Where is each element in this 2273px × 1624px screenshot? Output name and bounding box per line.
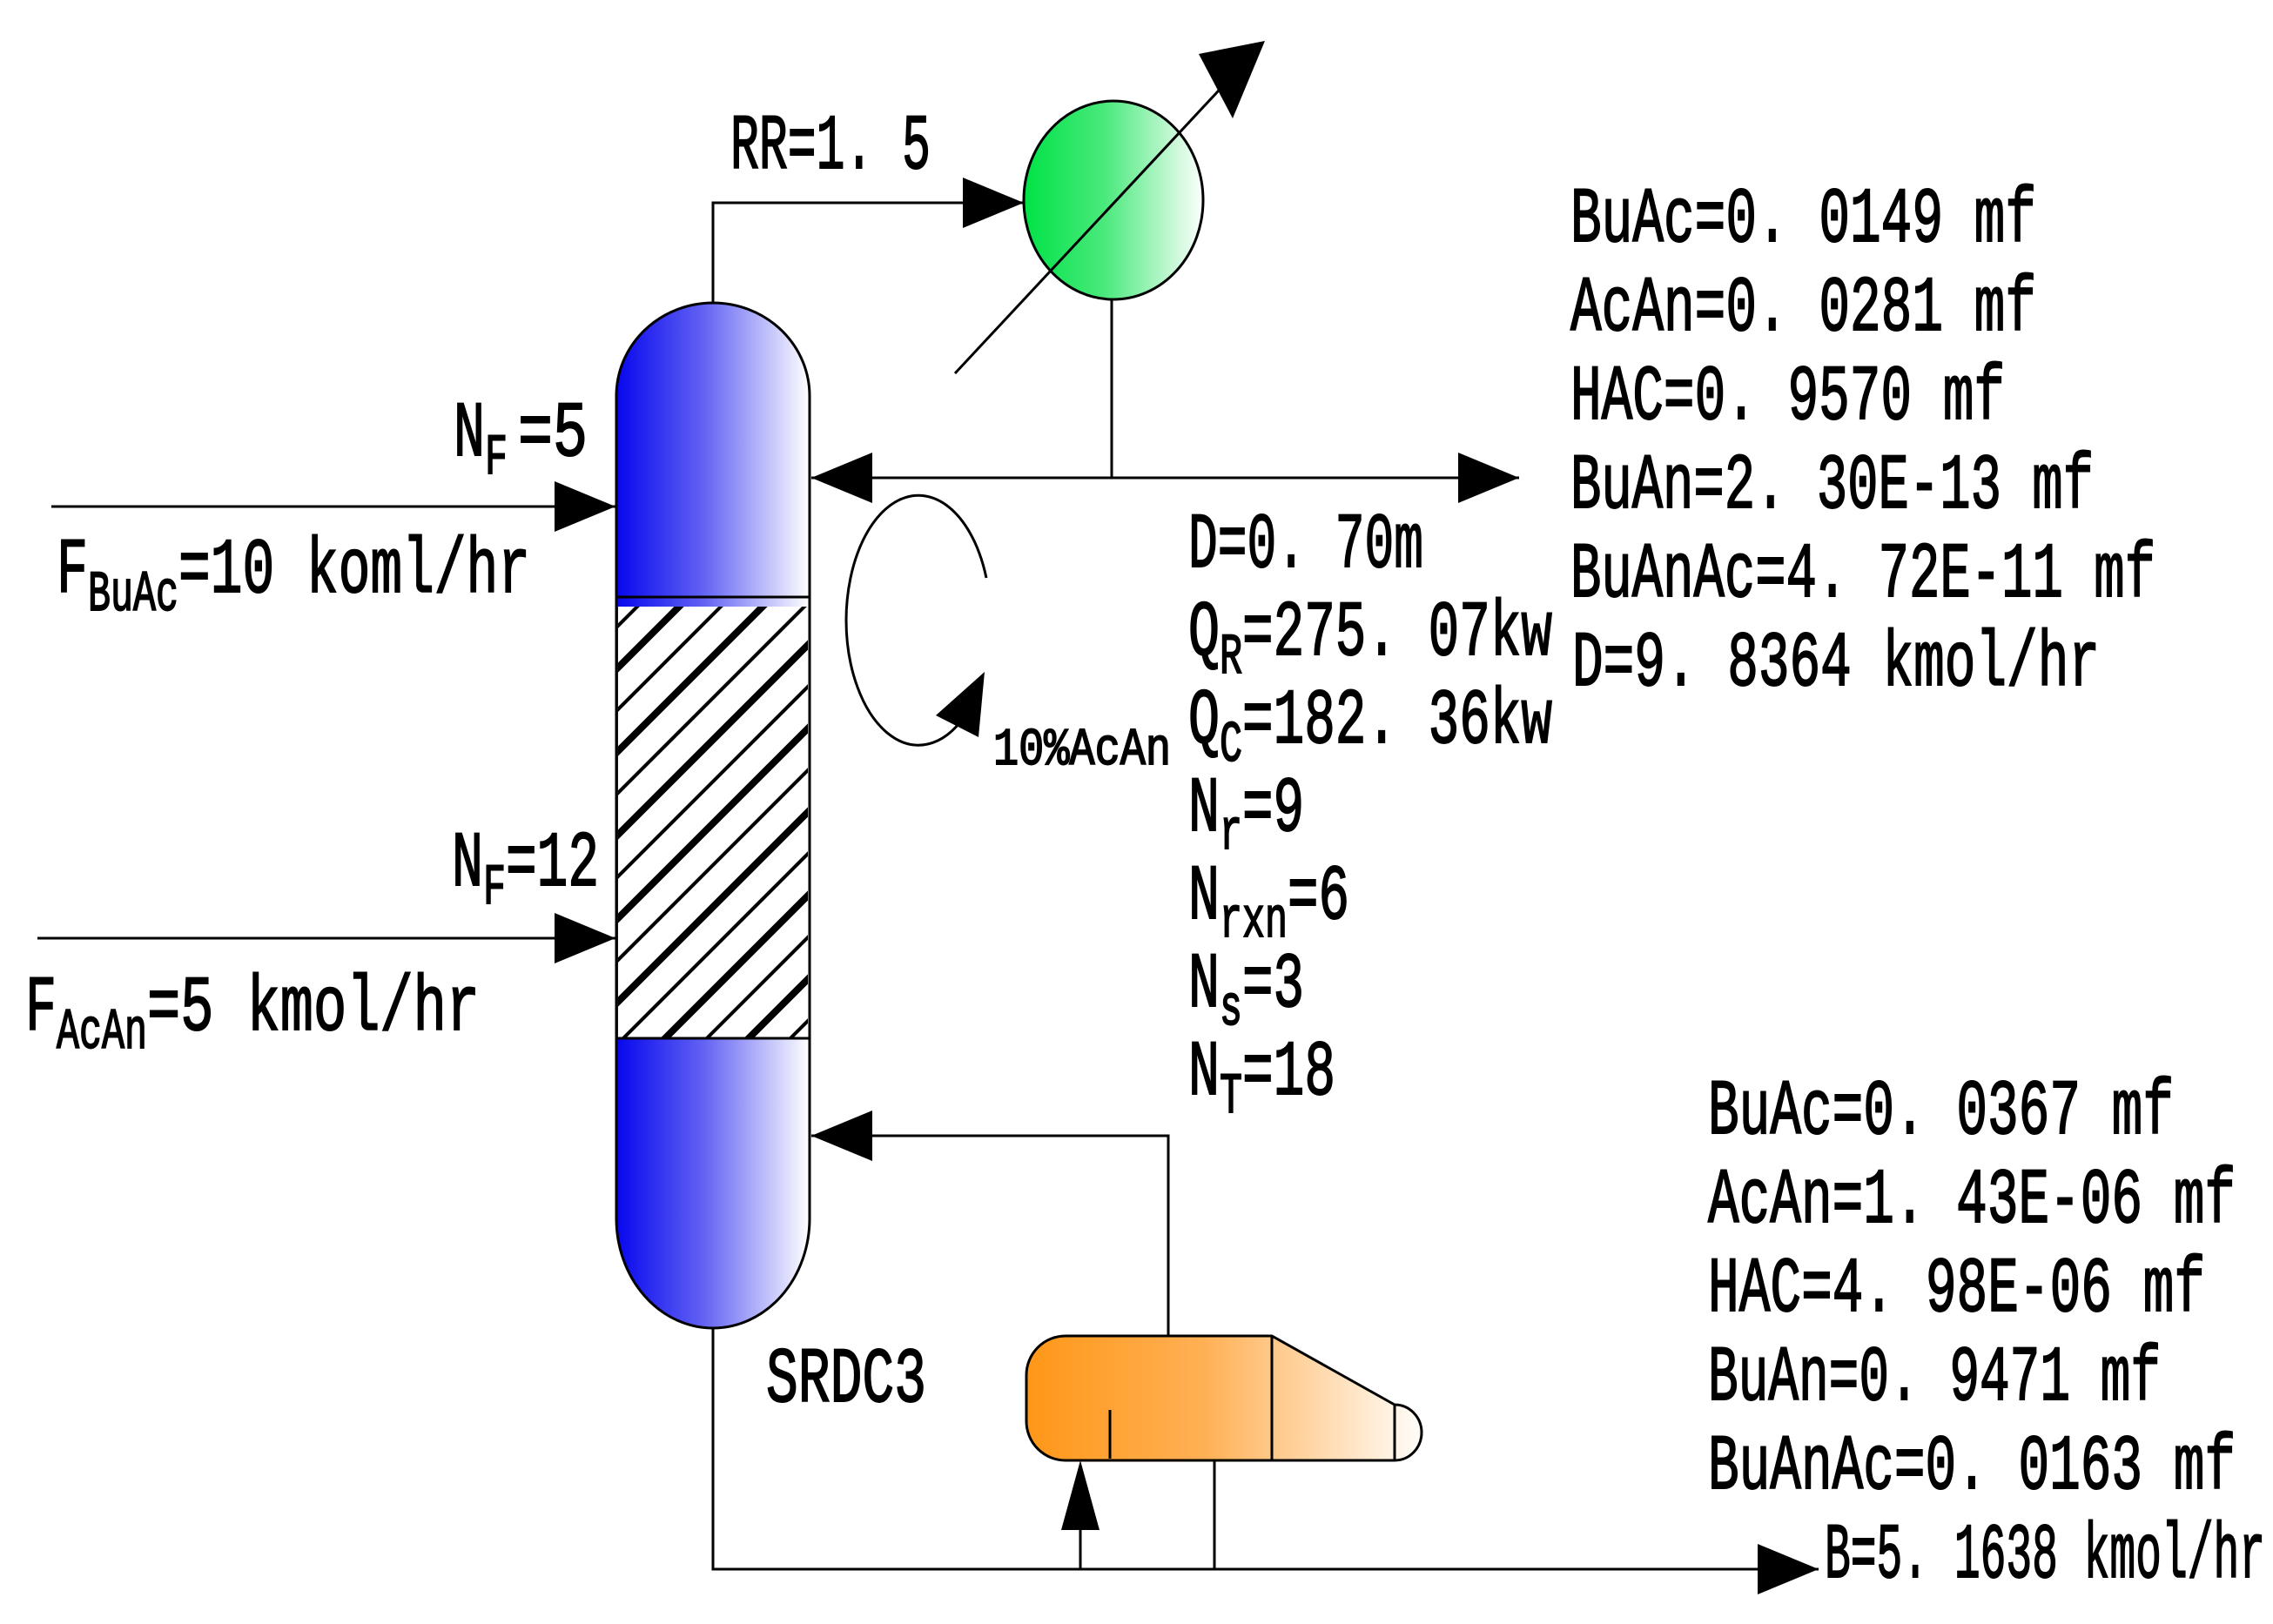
svg-text:BuAc: BuAc	[88, 562, 178, 627]
svg-text:HAC=4. 98E-06 mf: HAC=4. 98E-06 mf	[1708, 1246, 2205, 1335]
svg-text:AcAn: AcAn	[57, 1000, 147, 1065]
svg-text:AcAn=0. 0281 mf: AcAn=0. 0281 mf	[1570, 265, 2036, 354]
svg-text:BuAc=0. 0149 mf: BuAc=0. 0149 mf	[1570, 177, 2036, 265]
svg-text:=10 koml/hr: =10 koml/hr	[178, 527, 530, 616]
svg-text:F: F	[57, 527, 88, 616]
svg-text:F: F	[485, 426, 508, 491]
svg-text:=18: =18	[1242, 1030, 1335, 1118]
svg-text:=6: =6	[1288, 854, 1349, 943]
svg-text:Q: Q	[1188, 590, 1220, 679]
svg-text:N: N	[454, 391, 485, 480]
svg-text:D=9. 8364 kmol/hr: D=9. 8364 kmol/hr	[1572, 621, 2100, 709]
svg-text:AcAn=1. 43E-06 mf: AcAn=1. 43E-06 mf	[1708, 1158, 2236, 1246]
svg-text:N: N	[1188, 1030, 1220, 1118]
svg-text:F: F	[483, 856, 506, 921]
svg-text:=3: =3	[1242, 942, 1304, 1030]
svg-text:N: N	[1188, 766, 1220, 855]
svg-text:Q: Q	[1188, 678, 1220, 767]
svg-text:rxn: rxn	[1220, 889, 1288, 954]
svg-text:r: r	[1220, 801, 1242, 866]
svg-text:BuAnAc=0. 0163 mf: BuAnAc=0. 0163 mf	[1708, 1424, 2236, 1513]
svg-text:C: C	[1220, 713, 1242, 778]
svg-text:s: s	[1220, 976, 1242, 1042]
svg-text:RR=1. 5: RR=1. 5	[730, 104, 931, 192]
svg-text:=12: =12	[506, 821, 599, 909]
svg-text:=182. 36kw: =182. 36kw	[1242, 678, 1552, 767]
svg-text:=5 kmol/hr: =5 kmol/hr	[147, 965, 480, 1054]
svg-text:R: R	[1220, 625, 1242, 690]
svg-text:F: F	[25, 965, 57, 1054]
svg-text:SRDC3: SRDC3	[766, 1337, 926, 1426]
svg-text:N: N	[1188, 854, 1220, 943]
svg-text:10%AcAn: 10%AcAn	[993, 721, 1171, 781]
svg-text:BuAn=2. 30E-13 mf: BuAn=2. 30E-13 mf	[1570, 443, 2094, 532]
svg-text:B=5. 1638 kmol/hr: B=5. 1638 kmol/hr	[1825, 1513, 2265, 1601]
svg-text:=275. 07kw: =275. 07kw	[1242, 590, 1552, 679]
svg-text:D=0. 70m: D=0. 70m	[1188, 502, 1423, 591]
svg-text:N: N	[452, 821, 483, 909]
svg-text:BuAn=0. 9471 mf: BuAn=0. 9471 mf	[1708, 1335, 2161, 1424]
svg-text:=9: =9	[1242, 766, 1304, 855]
svg-text:BuAc=0. 0367 mf: BuAc=0. 0367 mf	[1708, 1069, 2174, 1158]
svg-text:BuAnAc=4. 72E-11 mf: BuAnAc=4. 72E-11 mf	[1570, 532, 2155, 621]
svg-text:=5: =5	[518, 391, 588, 480]
svg-text:N: N	[1188, 942, 1220, 1030]
svg-text:HAC=0. 9570 mf: HAC=0. 9570 mf	[1570, 354, 2005, 443]
svg-text:T: T	[1220, 1064, 1242, 1130]
